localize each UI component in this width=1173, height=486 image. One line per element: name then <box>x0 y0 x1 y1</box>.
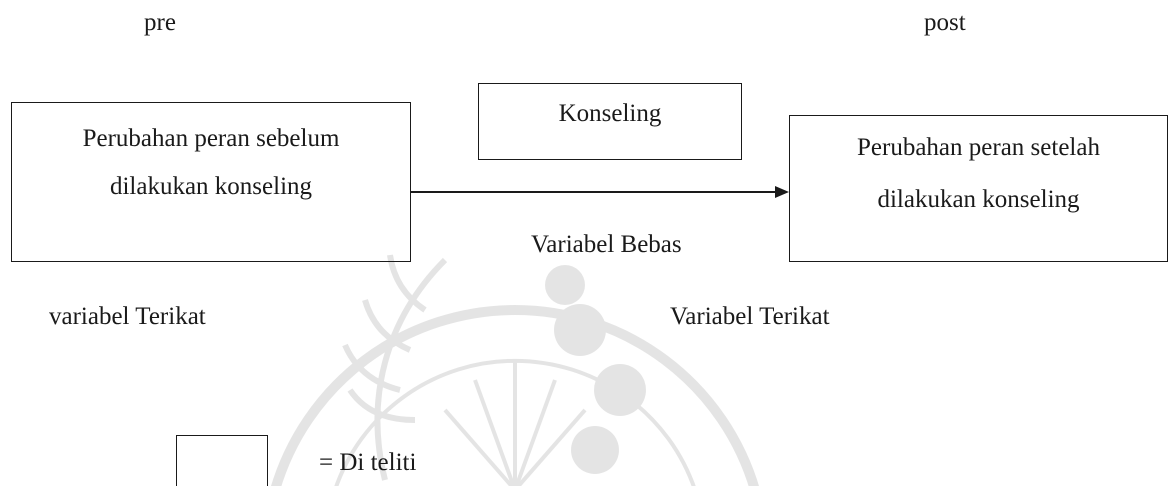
dependent-variable-left-label: variabel Terikat <box>49 303 206 330</box>
pre-box-line2: dilakukan konseling <box>109 173 313 200</box>
post-label: post <box>924 9 966 36</box>
pre-box: Perubahan peran sebelum dilakukan konsel… <box>11 102 411 262</box>
legend-box <box>176 435 268 486</box>
post-box: Perubahan peran setelah dilakukan konsel… <box>789 115 1168 262</box>
legend-text: = Di teliti <box>319 449 417 476</box>
watermark-emblem <box>271 254 759 486</box>
independent-variable-label: Variabel Bebas <box>531 231 682 258</box>
treatment-box: Konseling <box>478 83 742 160</box>
pre-label: pre <box>144 9 176 36</box>
dependent-variable-right-label: Variabel Terikat <box>670 303 830 330</box>
treatment-label: Konseling <box>558 100 662 127</box>
pre-box-line1: Perubahan peran sebelum <box>82 125 340 152</box>
post-box-line1: Perubahan peran setelah <box>857 134 1100 161</box>
post-box-line2: dilakukan konseling <box>877 186 1080 213</box>
